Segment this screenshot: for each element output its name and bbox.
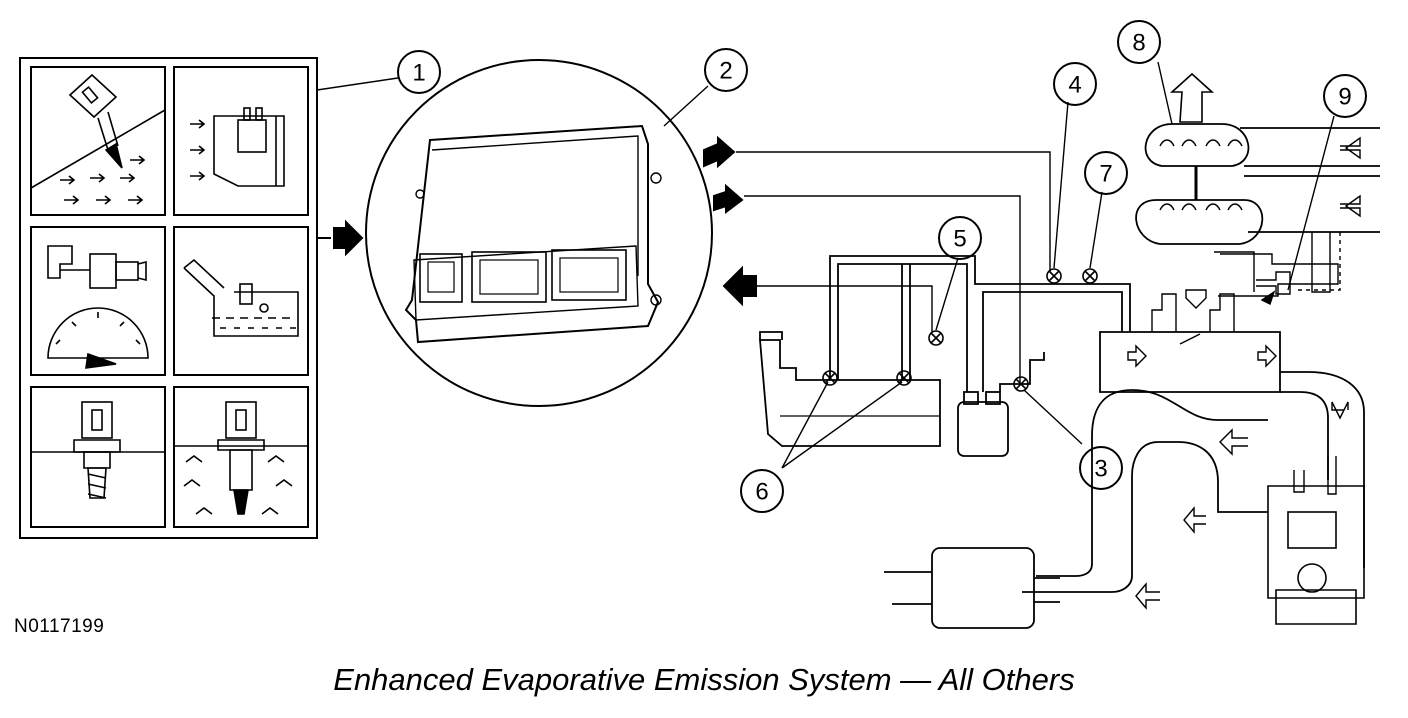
- callout-5-label: 5: [953, 226, 966, 253]
- airflow-sensor-icon: [30, 73, 166, 205]
- callout-7-label: 7: [1099, 161, 1112, 188]
- mass-air-flow-sensor-icon: [190, 107, 285, 187]
- callout-2-label: 2: [719, 58, 732, 85]
- vapor-lines: [829, 255, 1131, 392]
- figure-caption: Enhanced Evaporative Emission System — A…: [333, 662, 1075, 697]
- intake-system: [884, 72, 1380, 629]
- callout-1-label: 1: [412, 60, 425, 87]
- temperature-sensor-icon: [31, 401, 165, 499]
- callout-circles: [397, 20, 1367, 513]
- callout-3-label: 3: [1094, 456, 1107, 483]
- fuel-level-sender-icon: [183, 258, 299, 337]
- callout-8-label: 8: [1132, 30, 1145, 57]
- evap-canister: [957, 391, 1009, 457]
- callout-6-label: 6: [755, 479, 768, 506]
- sensor-panel: [19, 57, 318, 539]
- pcm-module: [365, 59, 713, 407]
- coolant-sensor-icon: [174, 401, 308, 515]
- figure-reference-code: N0117199: [14, 616, 105, 637]
- fuel-tank: [759, 331, 941, 447]
- control-wires: [736, 151, 1051, 384]
- callout-4-label: 4: [1068, 72, 1081, 99]
- callout-9-label: 9: [1338, 84, 1351, 111]
- valves: [822, 268, 1098, 392]
- callout-leaders: [316, 61, 1335, 469]
- pressure-gauge-icon: [47, 245, 149, 369]
- callout-labels: 1 2 3 4 5 6 7 8 9: [412, 30, 1351, 506]
- map-sensor: [1214, 232, 1331, 305]
